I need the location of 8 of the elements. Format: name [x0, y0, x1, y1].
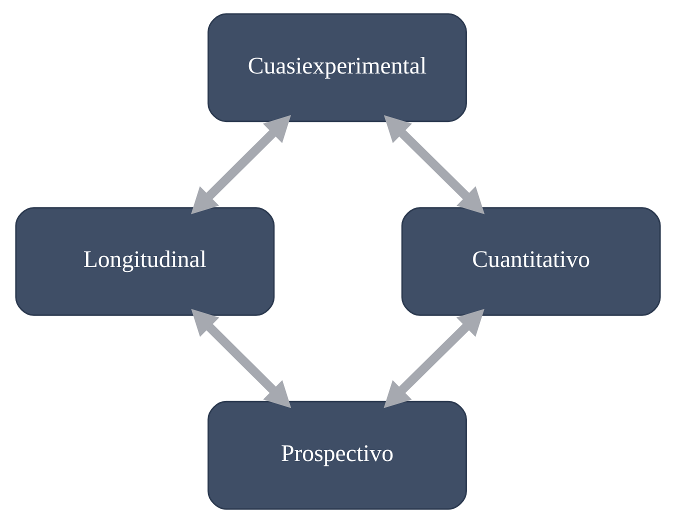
arrow	[383, 308, 484, 408]
arrow	[190, 308, 291, 408]
node-box: Prospectivo	[207, 400, 466, 510]
arrow	[190, 115, 291, 214]
arrow	[383, 115, 484, 214]
node-box: Cuantitativo	[400, 207, 660, 316]
node-box: Cuasiexperimental	[207, 13, 466, 122]
node-box: Longitudinal	[14, 207, 274, 316]
